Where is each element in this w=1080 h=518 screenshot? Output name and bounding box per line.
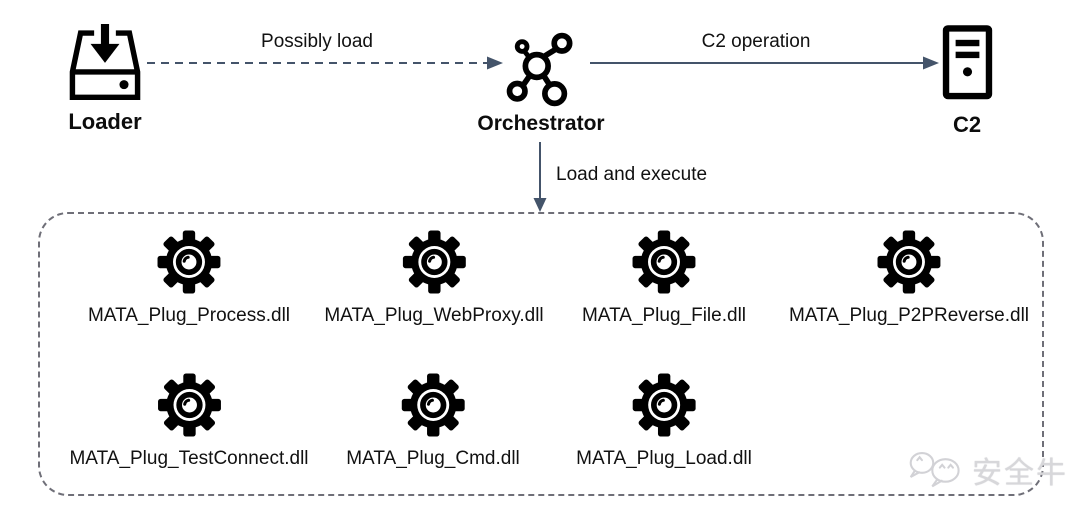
gear-icon: [631, 372, 697, 438]
gear-icon: [401, 229, 467, 295]
gear-icon: [400, 372, 466, 438]
plugin-mata-plug-process: MATA_Plug_Process.dll: [88, 229, 290, 327]
orchestrator-icon: [501, 21, 579, 111]
c2-server-icon: [941, 24, 994, 105]
watermark-brand-text: 安全牛: [972, 456, 1068, 490]
plugin-mata-plug-p2preverse: MATA_Plug_P2PReverse.dll: [789, 229, 1029, 327]
plugin-label: MATA_Plug_TestConnect.dll: [69, 448, 309, 469]
plugin-mata-plug-cmd: MATA_Plug_Cmd.dll: [346, 372, 520, 470]
edge-orchestrator-to-plugins: [533, 142, 547, 212]
loader-icon: [67, 21, 143, 103]
edge-label-c2-operation: C2 operation: [701, 31, 811, 52]
edge-label-load-and-execute: Load and execute: [556, 164, 708, 185]
plugin-label: MATA_Plug_Cmd.dll: [346, 448, 520, 469]
loader-label: Loader: [68, 109, 142, 134]
gear-icon: [156, 229, 222, 295]
gear-icon: [876, 229, 942, 295]
c2-label: C2: [952, 112, 982, 137]
plugin-label: MATA_Plug_Load.dll: [576, 448, 752, 469]
orchestrator-label: Orchestrator: [477, 112, 605, 135]
edge-loader-to-orchestrator: [147, 56, 503, 70]
plugin-label: MATA_Plug_Process.dll: [87, 305, 291, 326]
plugin-label: MATA_Plug_P2PReverse.dll: [788, 305, 1030, 326]
gear-icon: [156, 372, 222, 438]
plugins-box: [38, 212, 1044, 496]
plugin-mata-plug-testconnect: MATA_Plug_TestConnect.dll: [69, 372, 309, 470]
plugin-mata-plug-load: MATA_Plug_Load.dll: [576, 372, 752, 470]
edge-label-possibly-load: Possibly load: [261, 31, 373, 52]
plugin-mata-plug-webproxy: MATA_Plug_WebProxy.dll: [324, 229, 544, 327]
plugin-mata-plug-file: MATA_Plug_File.dll: [582, 229, 746, 327]
chat-bubbles-icon: [906, 446, 968, 493]
edge-orchestrator-to-c2: [590, 56, 939, 70]
plugin-label: MATA_Plug_WebProxy.dll: [324, 305, 544, 326]
gear-icon: [631, 229, 697, 295]
plugin-label: MATA_Plug_File.dll: [581, 305, 747, 326]
watermark: 安全牛: [906, 446, 1068, 493]
